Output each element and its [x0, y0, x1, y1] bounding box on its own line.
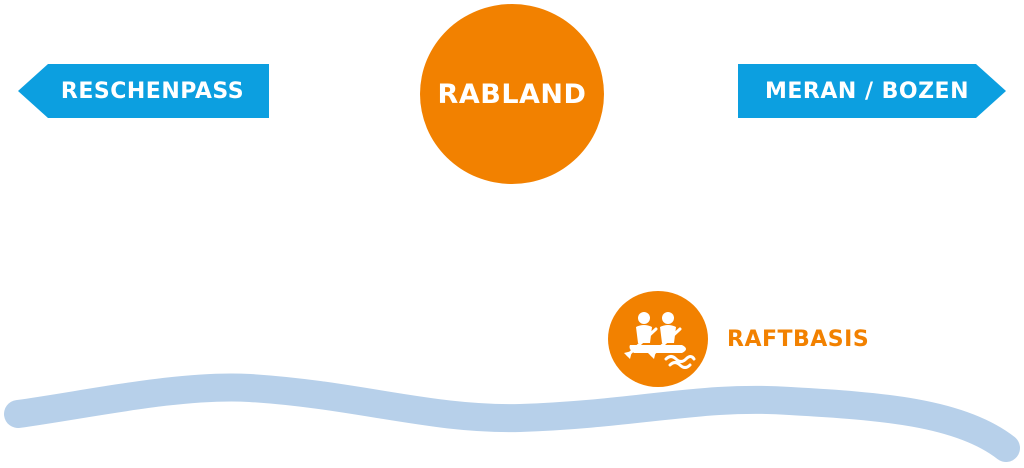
raftbasis-label: RAFTBASIS [727, 327, 870, 352]
river-path [4, 373, 1020, 462]
town-marker-rabland: RABLAND [420, 4, 604, 184]
town-label: RABLAND [437, 78, 587, 110]
direction-sign-meran-bozen: MERAN / BOZEN [738, 64, 1006, 118]
raftbasis-marker [608, 291, 708, 387]
direction-sign-reschenpass: RESCHENPASS [18, 64, 269, 118]
sign-label-left: RESCHENPASS [60, 78, 245, 104]
sign-label-right: MERAN / BOZEN [764, 78, 970, 104]
rafting-icon [624, 312, 696, 369]
